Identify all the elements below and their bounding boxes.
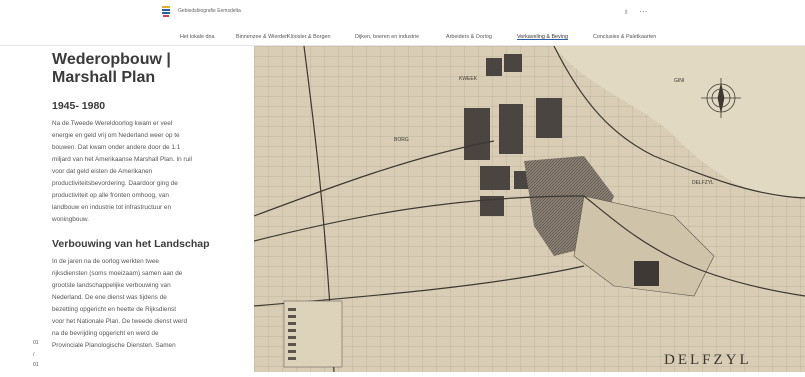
tab-binnenzee-wierden[interactable]: Binnenzee & Wierden	[236, 34, 289, 40]
pager-current: 01	[33, 340, 39, 346]
period-heading: 1945- 1980	[52, 100, 106, 112]
title-line-2: Marshall Plan	[52, 69, 156, 86]
section-paragraph: In de jaren na de oorlog werkten twee ri…	[52, 258, 187, 349]
tab-kloosler-borgen[interactable]: Kloosler & Borgen	[287, 34, 331, 40]
intro-paragraph: Na de Tweede Wereldoorlog kwam er veel e…	[52, 120, 192, 223]
map-place-label: DELFZYL	[664, 352, 752, 368]
header-actions: ♁ ···	[623, 7, 655, 16]
map-dark-plot	[634, 261, 659, 286]
more-icon[interactable]: ···	[639, 7, 648, 16]
tab-dijken-boeren-industrie[interactable]: Dijken, boeren en industrie	[355, 34, 420, 40]
share-icon[interactable]: ♁	[623, 7, 629, 16]
map-sea	[554, 46, 805, 198]
map-industrial-blocks	[464, 54, 562, 216]
top-bar: Gebiedsbiografie Eemsdelta ♁ ···	[0, 0, 805, 24]
pager-total: 01	[33, 362, 39, 368]
page-title: Wederopbouw | Marshall Plan	[52, 51, 242, 87]
tab-het-lokale-dna[interactable]: Het lokale dna	[180, 34, 215, 40]
map-label-borg: BORG	[394, 137, 409, 143]
section-heading: Verbouwing van het Landschap	[52, 238, 210, 250]
tab-conclusies-paletkaarten[interactable]: Conclusies & Paletkaarten	[593, 34, 657, 40]
site-logo-icon[interactable]	[161, 5, 171, 17]
article-column: Wederopbouw | Marshall Plan 1945- 1980 N…	[52, 51, 242, 352]
nav-divider	[0, 45, 805, 46]
pager-separator: /	[33, 352, 35, 358]
chapter-nav: Het lokale dna Binnenzee & Wierden Kloos…	[0, 30, 805, 44]
map-harbour-area	[573, 195, 715, 297]
tab-arbeiders-oorlog[interactable]: Arbeiders & Oorlog	[446, 34, 492, 40]
map-label-town: DELFZYL	[692, 180, 714, 186]
title-line-1: Wederopbouw |	[52, 51, 171, 68]
map-legend	[283, 300, 343, 368]
map-label-kweek: KWEEK	[459, 76, 478, 82]
tab-verkaveling-beving[interactable]: Verkaveling & Beving	[517, 34, 568, 40]
map-legend-swatches	[288, 308, 296, 360]
compass-rose-icon	[701, 78, 741, 118]
site-title[interactable]: Gebiedsbiografie Eemsdelta	[178, 8, 241, 14]
map-label-gini: GINI	[674, 78, 684, 84]
historic-map-image: DELFZYL GINI BORG DELFZYL KWEEK	[253, 45, 805, 373]
